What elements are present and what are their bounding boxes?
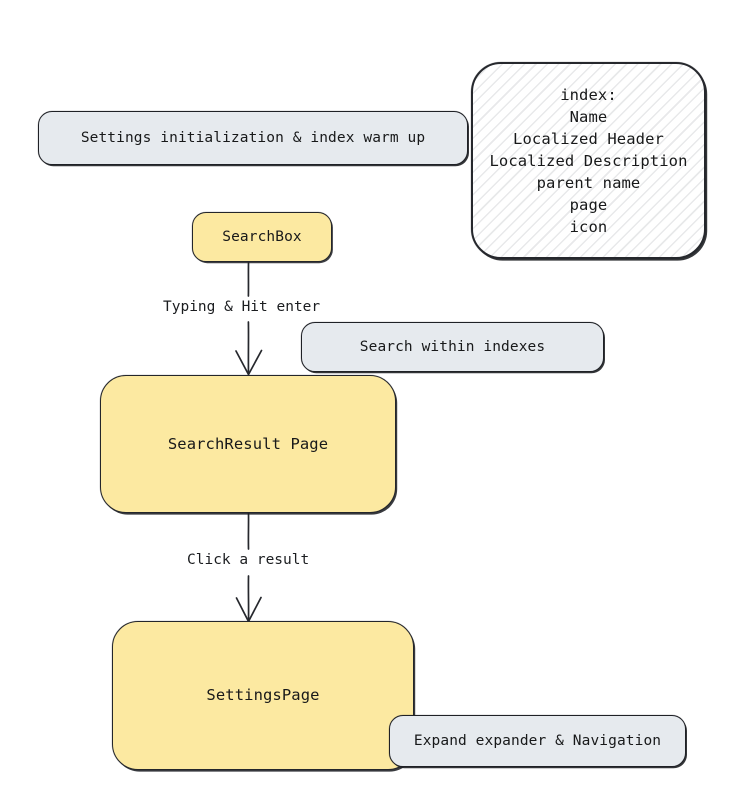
note-expand-expander-navigation-label: Expand expander & Navigation (413, 732, 662, 749)
data-node-index[interactable]: index: Name Localized Header Localized D… (471, 62, 706, 259)
note-search-within-indexes-label: Search within indexes (359, 338, 546, 355)
note-expand-expander-navigation[interactable]: Expand expander & Navigation (389, 715, 686, 767)
arrowhead-searchresult (235, 349, 263, 376)
process-node-searchresult-page[interactable]: SearchResult Page (100, 375, 396, 513)
note-settings-initialization-label: Settings initialization & index warm up (80, 129, 426, 146)
edge-label-typing-hit-enter: Typing & Hit enter (160, 298, 324, 318)
note-settings-initialization[interactable]: Settings initialization & index warm up (38, 111, 468, 165)
note-search-within-indexes[interactable]: Search within indexes (301, 322, 604, 372)
process-node-settings-page[interactable]: SettingsPage (112, 621, 414, 770)
data-node-index-label: index: Name Localized Header Localized D… (489, 85, 688, 236)
edge-label-click-a-result-text: Click a result (187, 552, 310, 568)
process-node-searchbox[interactable]: SearchBox (192, 212, 332, 262)
edge-label-typing-hit-enter-text: Typing & Hit enter (163, 299, 321, 315)
edge-label-click-a-result: Click a result (184, 551, 313, 571)
process-node-searchresult-page-label: SearchResult Page (167, 434, 329, 453)
process-node-searchbox-label: SearchBox (222, 228, 302, 245)
process-node-settings-page-label: SettingsPage (206, 686, 320, 705)
